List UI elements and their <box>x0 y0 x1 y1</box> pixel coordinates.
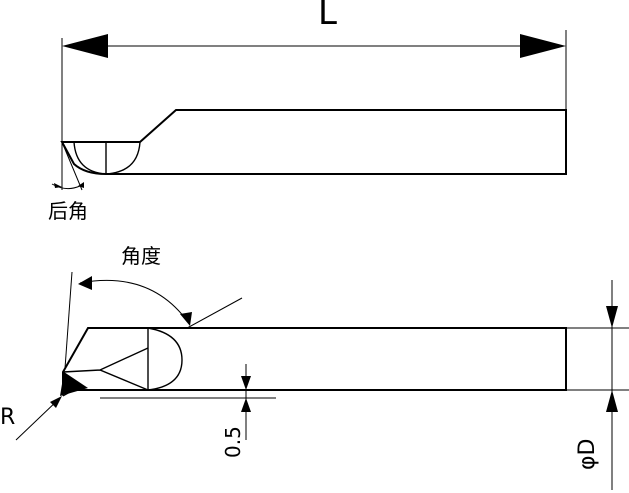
relief-angle-line-2 <box>61 141 83 191</box>
bottom-view: 角度 R 0.5 φD <box>0 244 629 490</box>
length-arrow-right <box>520 34 566 58</box>
radius-arrow <box>50 396 62 408</box>
head-facet <box>62 347 149 391</box>
relief-angle-label: 后角 <box>48 199 88 223</box>
diameter-arrow-bottom <box>606 390 618 412</box>
depth-label: 0.5 <box>221 426 245 458</box>
radius-leader <box>15 397 61 441</box>
top-view: L 后角 <box>48 0 567 223</box>
tool-body-top <box>60 109 567 175</box>
depth-arrow-top <box>241 376 251 390</box>
angle-arrow-right <box>180 312 192 326</box>
diameter-label: φD <box>575 439 600 470</box>
depth-arrow-bottom <box>241 398 251 412</box>
angle-arc <box>79 279 189 323</box>
length-arrow-left <box>62 34 108 58</box>
head-arc-right <box>105 141 141 175</box>
head-circle-arc <box>147 327 183 391</box>
head-arc <box>73 141 107 175</box>
tool-tip <box>60 372 88 396</box>
angle-label: 角度 <box>121 244 161 268</box>
relief-arrow-right <box>78 182 84 188</box>
relief-angle-arc <box>51 183 81 190</box>
relief-arrow-left <box>54 183 62 188</box>
angle-arrow-left <box>78 276 92 290</box>
diameter-arrow-top <box>606 306 618 328</box>
length-label: L <box>318 0 337 33</box>
tool-body-bottom <box>62 327 567 391</box>
radius-label: R <box>0 405 15 430</box>
